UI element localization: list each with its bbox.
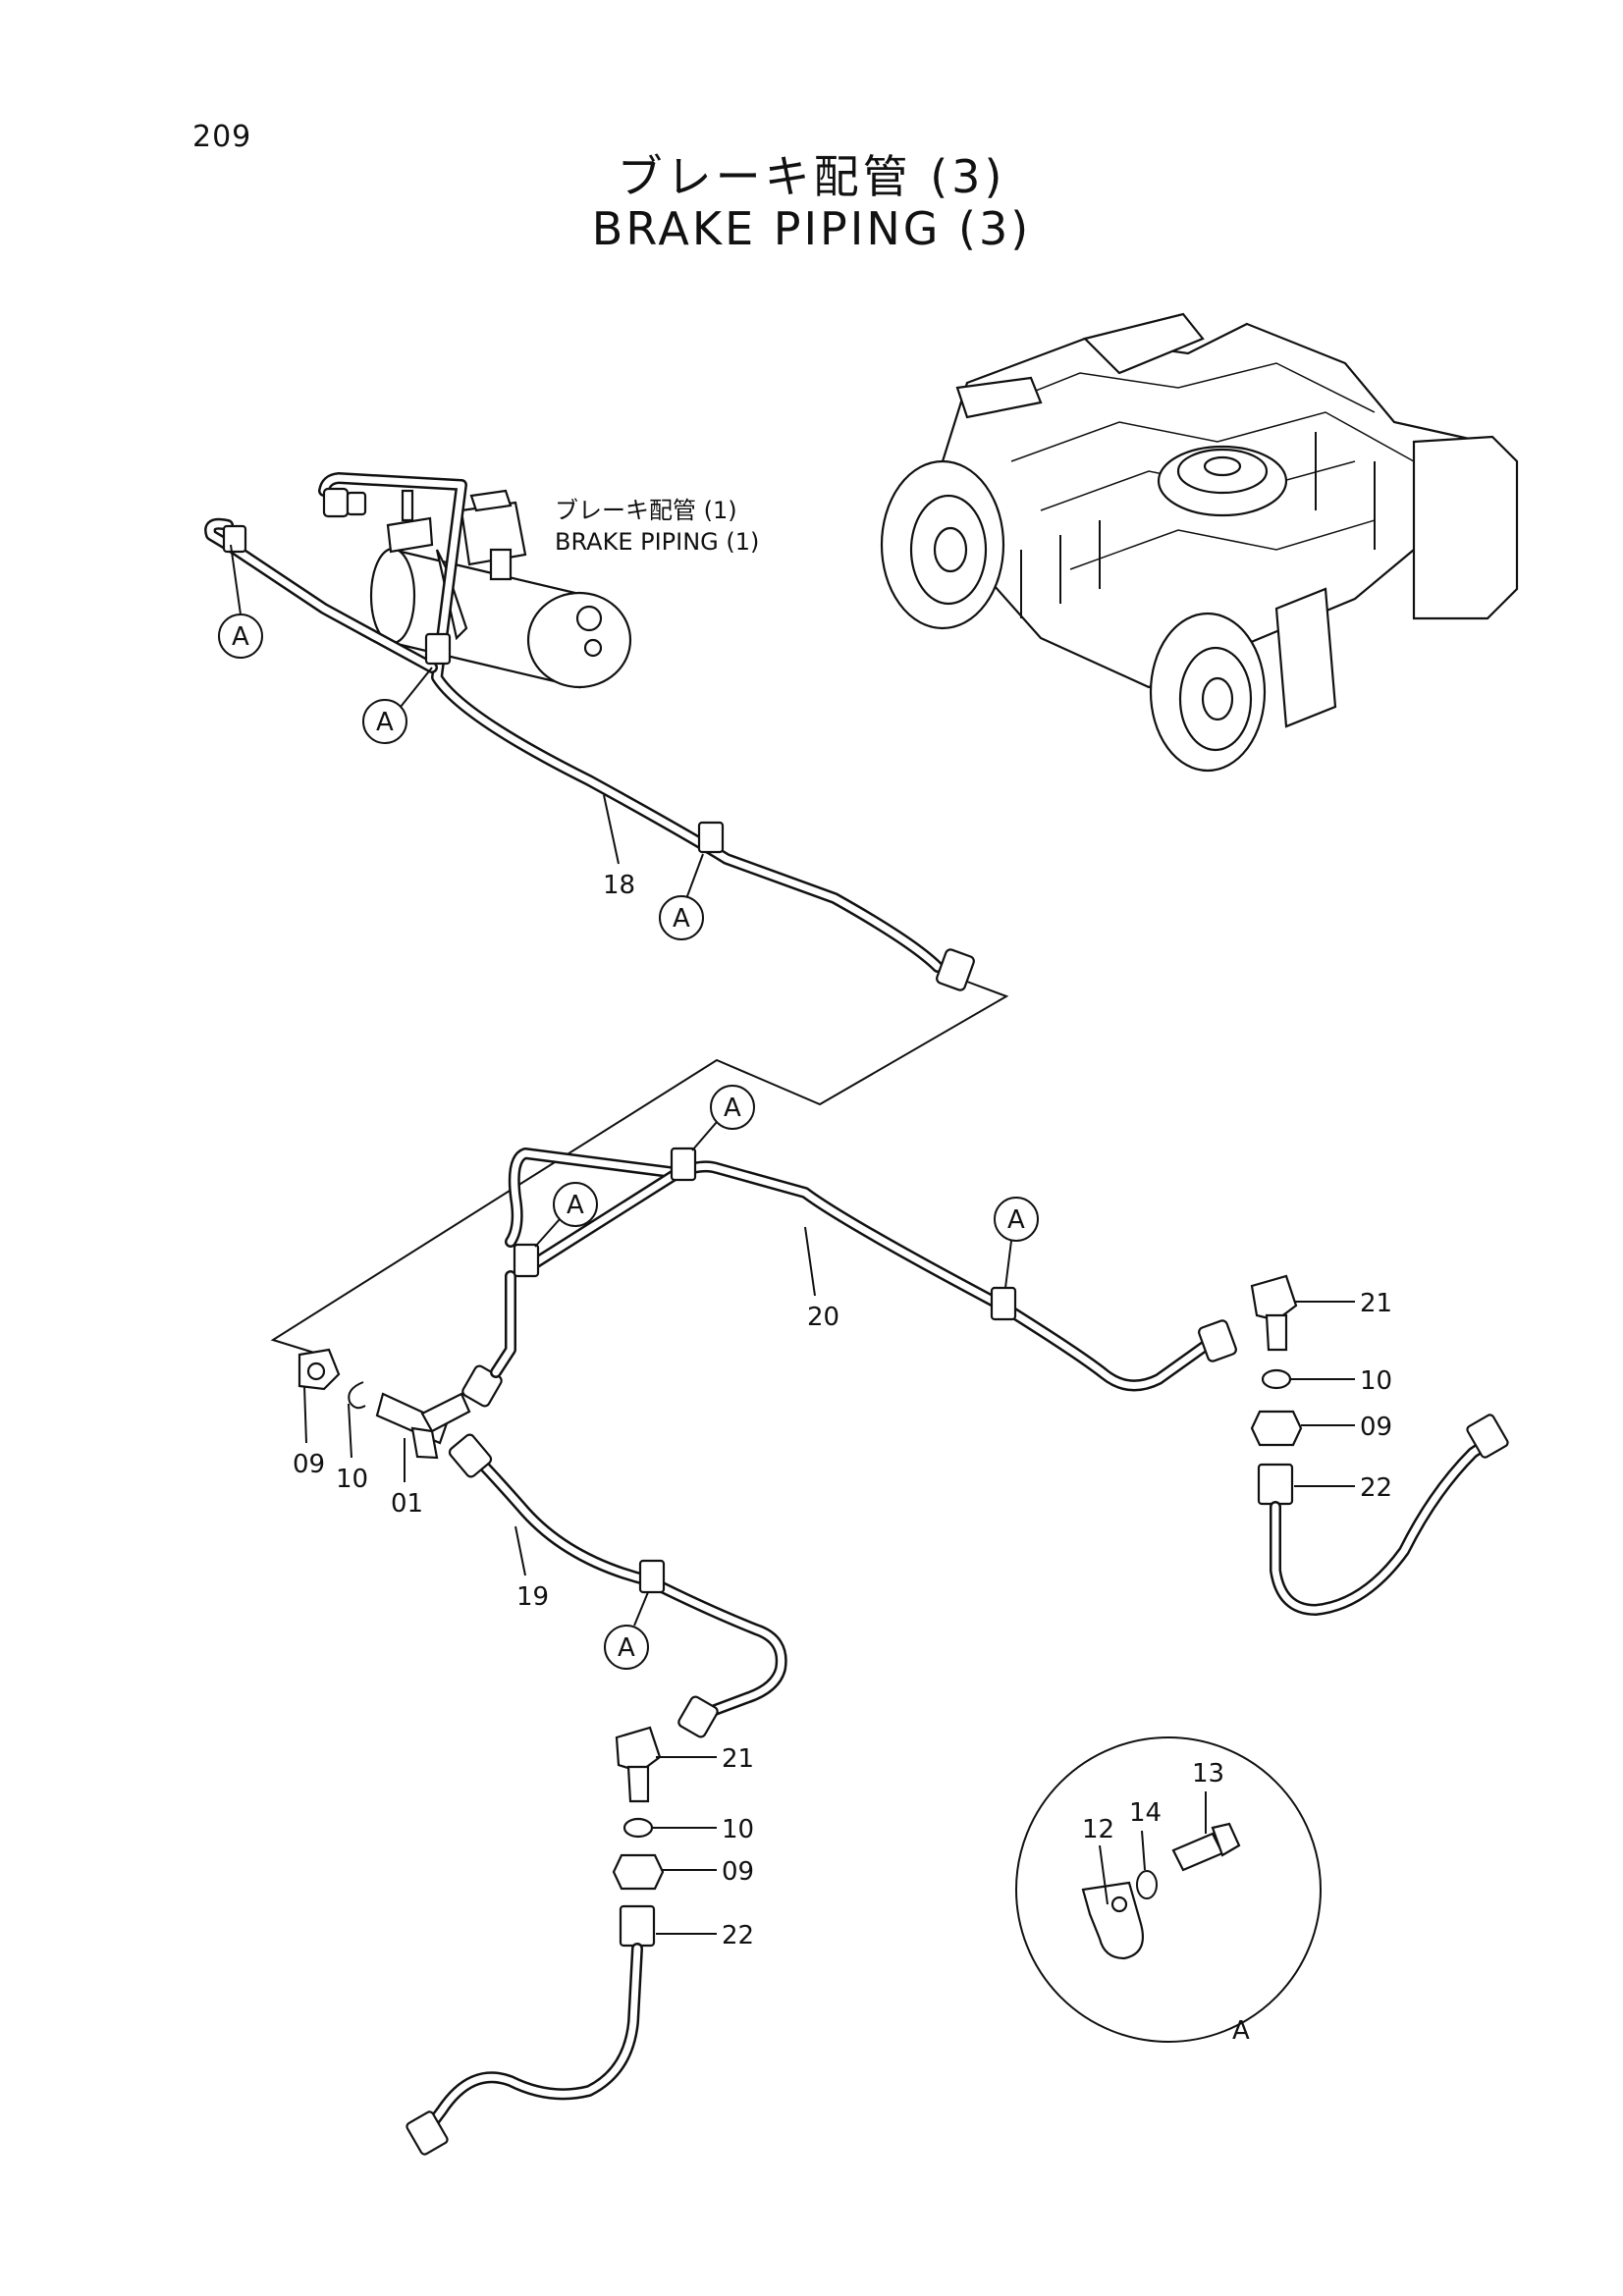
detail-a-marker: A: [218, 544, 263, 659]
washer-14: [1136, 1870, 1158, 1899]
callout-21: 21: [1360, 1289, 1392, 1318]
reference-note-en: BRAKE PIPING (1): [555, 528, 759, 556]
detail-a-marker-text: A: [567, 1191, 584, 1220]
reference-note-jp: ブレーキ配管 (1): [555, 497, 737, 524]
callout-13: 13: [1192, 1759, 1224, 1789]
detail-view-label: A: [1232, 2016, 1250, 2046]
callout-12: 12: [1082, 1815, 1114, 1844]
bolt-13: [1171, 1832, 1224, 1872]
pipe-end-nut: [677, 1695, 719, 1738]
callout-10: 10: [336, 1465, 368, 1494]
detail-a-marker-text: A: [724, 1094, 741, 1123]
pipe-clamp: [697, 821, 725, 854]
brake-pipe-20: [505, 1148, 1223, 1392]
page-title-english: BRAKE PIPING (3): [591, 202, 1032, 255]
callout-22: 22: [722, 1921, 754, 1950]
pipe-end-nut: [936, 948, 975, 991]
pipe-end-nut: [448, 1433, 493, 1478]
clamp-12: [1081, 1881, 1145, 1960]
chassis-overview-illustration: [880, 312, 1519, 773]
detail-a-marker-text: A: [618, 1633, 635, 1663]
callout-18: 18: [603, 871, 635, 900]
callout-09: 09: [293, 1450, 325, 1479]
callout-19: 19: [516, 1582, 549, 1612]
leader-lines: [303, 794, 1355, 1935]
right-hose-stack: [1250, 1274, 1509, 1616]
page-title-japanese: ブレーキ配管 (3): [617, 150, 1006, 203]
lower-hose-stack: [406, 1726, 665, 2156]
connection-leader-line: [270, 981, 1009, 1354]
callout-21: 21: [722, 1744, 754, 1774]
callout-09: 09: [1360, 1413, 1392, 1442]
detail-a-marker: A: [691, 1085, 755, 1151]
pipe-clamp: [222, 524, 247, 554]
detail-a-marker: A: [604, 1591, 649, 1670]
tee-fitting-01: [375, 1392, 471, 1460]
callout-20: 20: [807, 1303, 839, 1332]
detail-a-marker: A: [994, 1197, 1039, 1289]
pipe-clamp: [638, 1559, 666, 1594]
detail-a-marker: A: [534, 1182, 598, 1248]
detail-a-marker-text: A: [232, 622, 249, 652]
callout-10: 10: [722, 1815, 754, 1844]
washer-10-left: [348, 1381, 366, 1410]
callout-10: 10: [1360, 1366, 1392, 1396]
pipe-clamp: [424, 632, 452, 666]
detail-a-marker-text: A: [376, 708, 394, 737]
callout-09: 09: [722, 1857, 754, 1887]
pipe-fitting: [322, 487, 350, 518]
detail-a-marker-text: A: [673, 904, 690, 934]
pipe-clamp: [513, 1243, 540, 1278]
detail-a-marker: A: [362, 667, 433, 744]
pipe-clamp: [670, 1147, 697, 1182]
detail-a-marker-text: A: [1007, 1205, 1025, 1235]
pipe-clamp: [990, 1286, 1017, 1321]
detail-view-a: [1015, 1736, 1322, 2043]
callout-01: 01: [391, 1489, 423, 1519]
pipe-end-nut: [1198, 1319, 1237, 1362]
page-number: 209: [192, 120, 252, 154]
callout-14: 14: [1129, 1798, 1162, 1828]
detail-a-marker: A: [659, 853, 704, 940]
callout-22: 22: [1360, 1473, 1392, 1503]
